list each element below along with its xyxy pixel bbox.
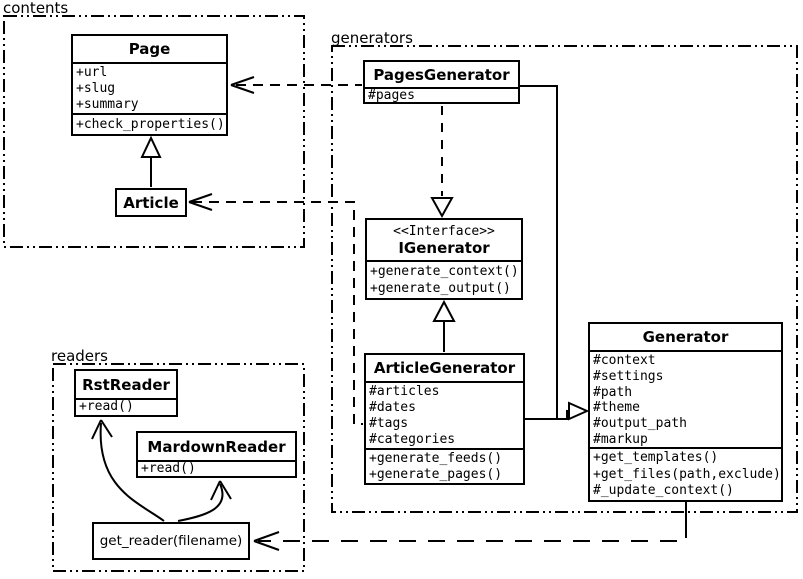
dependency-pagesgenerator-to-page xyxy=(230,76,362,94)
method-row: +read() xyxy=(79,399,134,414)
inheritance-generators-to-generator xyxy=(520,85,590,421)
class-page-name: Page xyxy=(128,40,171,58)
attribute-row: #articles xyxy=(369,384,440,399)
attribute-row: #pages xyxy=(368,88,415,103)
attribute-row: +summary xyxy=(76,97,139,112)
class-generator-methods: +get_templates() +get_files(path,exclude… xyxy=(590,447,781,500)
class-pagesgenerator-name: PagesGenerator xyxy=(373,65,510,84)
class-page-methods: +check_properties() xyxy=(73,113,226,136)
class-pagesgenerator-attributes: #pages xyxy=(365,87,518,102)
attribute-row: #tags xyxy=(369,416,409,431)
class-mardownreader-name: MardownReader xyxy=(147,437,286,456)
attribute-row: #theme xyxy=(593,400,640,416)
class-articlegenerator-name: ArticleGenerator xyxy=(373,359,516,377)
method-row: +get_files(path,exclude) xyxy=(593,466,781,482)
hollow-triangle-arrowhead xyxy=(568,401,590,421)
class-page-attributes: +url +slug +summary xyxy=(73,62,226,113)
method-row: #_update_context() xyxy=(593,483,734,498)
attribute-row: #settings xyxy=(593,368,664,384)
arrow-getreader-to-mardownreader xyxy=(177,480,232,522)
class-rstreader-name: RstReader xyxy=(82,375,170,394)
attribute-row: #context xyxy=(593,353,656,368)
open-arrowhead xyxy=(210,480,232,501)
method-row: +get_templates() xyxy=(593,450,719,465)
dependency-articlegenerator-to-article xyxy=(188,193,363,425)
class-articlegenerator-methods: +generate_feeds() +generate_pages() xyxy=(366,448,523,483)
open-arrowhead xyxy=(91,419,113,440)
package-label-contents: contents xyxy=(3,0,69,17)
package-frame-generators xyxy=(331,45,798,513)
hollow-triangle-arrowhead xyxy=(140,135,162,158)
class-igenerator-name: IGenerator xyxy=(398,238,490,257)
realization-pagesgenerator-to-igenerator xyxy=(430,106,454,219)
attribute-row: #path xyxy=(593,384,633,400)
class-igenerator: <<Interface>> IGenerator +generate_conte… xyxy=(365,218,523,300)
open-arrowhead xyxy=(188,193,213,211)
open-arrowhead xyxy=(253,531,280,551)
hollow-triangle-arrowhead xyxy=(432,299,456,322)
attribute-row: #output_path xyxy=(593,416,687,432)
class-igenerator-stereotype: <<Interface>> xyxy=(393,223,495,239)
class-igenerator-methods: +generate_context() +generate_output() xyxy=(367,260,521,298)
class-mardownreader-methods: +read() xyxy=(138,460,295,476)
attribute-row: #categories xyxy=(369,432,456,447)
package-frame-contents xyxy=(3,15,305,248)
dependency-generator-to-getreader xyxy=(253,502,687,551)
method-row: +generate_pages() xyxy=(369,467,503,482)
attribute-row: #markup xyxy=(593,431,648,447)
function-box-get-reader: get_reader(filename) xyxy=(92,522,250,560)
class-page: Page +url +slug +summary +check_properti… xyxy=(71,34,228,136)
method-row: +generate_feeds() xyxy=(369,451,503,466)
attribute-row: +url xyxy=(76,65,108,80)
class-rstreader: RstReader +read() xyxy=(74,369,178,417)
arrow-getreader-to-rstreader xyxy=(91,419,165,522)
class-pagesgenerator: PagesGenerator #pages xyxy=(363,60,520,104)
method-row: +generate_context() xyxy=(370,264,519,279)
class-article: Article xyxy=(115,188,187,217)
attribute-row: +slug xyxy=(76,81,116,96)
class-generator: Generator #context #settings #path #them… xyxy=(588,322,783,502)
hollow-triangle-arrowhead xyxy=(430,197,454,219)
inheritance-article-to-page xyxy=(140,135,162,187)
package-label-readers: readers xyxy=(51,347,108,365)
class-mardownreader: MardownReader +read() xyxy=(136,431,297,478)
package-label-generators: generators xyxy=(331,29,413,47)
class-generator-attributes: #context #settings #path #theme #output_… xyxy=(590,350,781,447)
method-row: +generate_output() xyxy=(370,281,511,296)
method-row: +check_properties() xyxy=(76,117,225,132)
class-article-name: Article xyxy=(123,193,179,212)
package-frame-readers xyxy=(52,363,305,572)
class-rstreader-methods: +read() xyxy=(76,398,176,415)
attribute-row: #dates xyxy=(369,400,416,415)
class-generator-name: Generator xyxy=(642,328,729,346)
open-arrowhead xyxy=(230,76,255,94)
inheritance-articlegenerator-to-igenerator xyxy=(432,299,456,352)
class-articlegenerator-attributes: #articles #dates #tags #categories xyxy=(366,381,523,448)
method-row: +read() xyxy=(141,461,196,476)
class-articlegenerator: ArticleGenerator #articles #dates #tags … xyxy=(364,353,525,485)
class-igenerator-title: <<Interface>> IGenerator xyxy=(367,220,521,260)
get-reader-label: get_reader(filename) xyxy=(99,533,243,549)
